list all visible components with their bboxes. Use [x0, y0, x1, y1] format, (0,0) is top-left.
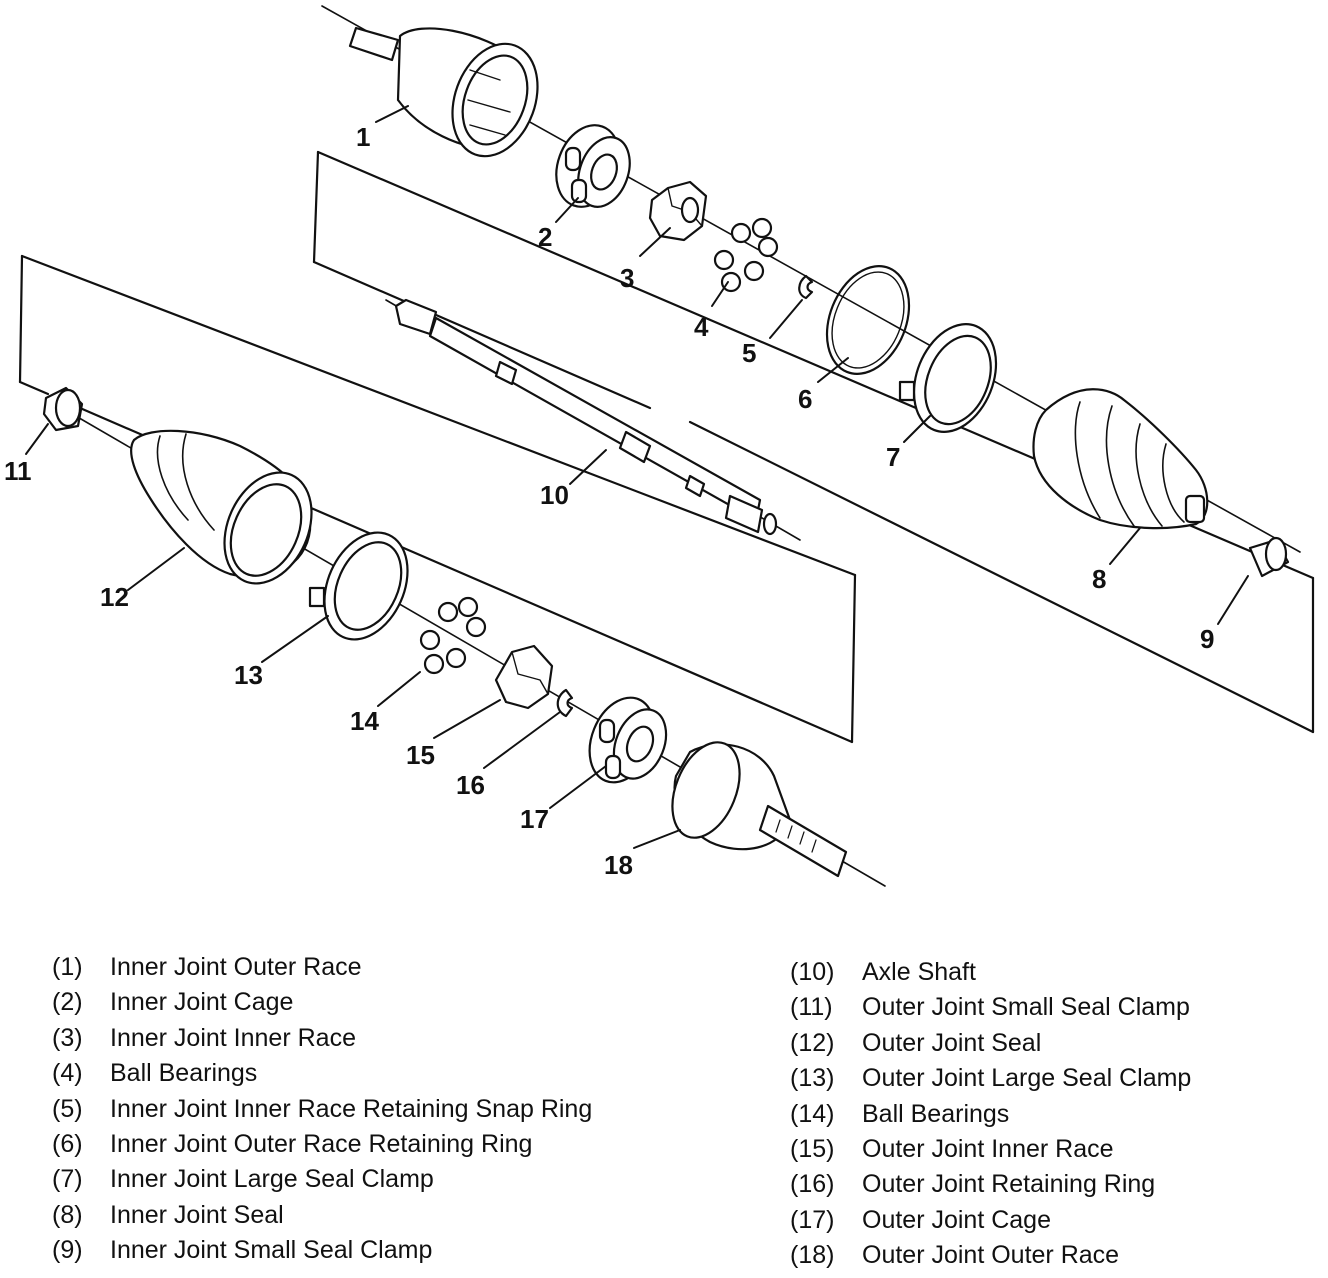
- callout-16: 16: [456, 770, 485, 800]
- legend-label: Inner Joint Large Seal Clamp: [110, 1165, 434, 1194]
- callout-9: 9: [1200, 624, 1214, 654]
- callout-3: 3: [620, 263, 634, 293]
- legend-label: Outer Joint Outer Race: [862, 1241, 1120, 1270]
- legend-number: (16): [790, 1170, 835, 1199]
- callout-8: 8: [1092, 564, 1106, 594]
- legend-item: (12) Outer Joint Seal: [790, 1026, 1191, 1061]
- legend-number: (2): [52, 988, 83, 1017]
- legend-number: (12): [790, 1028, 835, 1057]
- inner-joint-cage-part: [555, 124, 631, 208]
- legend-number: (13): [790, 1064, 835, 1093]
- legend-outer-joint: (10) Axle Shaft (11) Outer Joint Small Sea…: [790, 955, 1191, 1274]
- legend-label: Inner Joint Small Seal Clamp: [110, 1236, 433, 1265]
- legend-label: Outer Joint Seal: [862, 1028, 1042, 1057]
- outer-ball-bearings-part: [419, 596, 487, 675]
- callout-15: 15: [406, 740, 435, 770]
- inner-ball-bearings-part: [713, 217, 779, 293]
- legend-label: Inner Joint Seal: [110, 1200, 284, 1229]
- legend-label: Ball Bearings: [862, 1099, 1010, 1128]
- legend-label: Inner Joint Outer Race Retaining Ring: [110, 1130, 533, 1159]
- inner-snap-ring-part: [798, 274, 814, 300]
- legend-item: (7) Inner Joint Large Seal Clamp: [52, 1162, 592, 1197]
- legend-item: (8) Inner Joint Seal: [52, 1198, 592, 1233]
- inner-small-seal-clamp-part: [1248, 536, 1290, 578]
- legend-item: (3) Inner Joint Inner Race: [52, 1021, 592, 1056]
- legend-label: Inner Joint Inner Race: [110, 1023, 356, 1052]
- legend-item: (4) Ball Bearings: [52, 1056, 592, 1091]
- legend-item: (2) Inner Joint Cage: [52, 985, 592, 1020]
- callout-12: 12: [100, 582, 129, 612]
- callout-18: 18: [604, 850, 633, 880]
- legend-item: (15) Outer Joint Inner Race: [790, 1132, 1191, 1167]
- legend-label: Ball Bearings: [110, 1059, 258, 1088]
- legend-number: (17): [790, 1205, 835, 1234]
- callout-11: 11: [4, 456, 32, 486]
- legend-item: (5) Inner Joint Inner Race Retaining Snap…: [52, 1092, 592, 1127]
- inner-joint-outer-race-part: [348, 26, 539, 158]
- legend-label: Inner Joint Inner Race Retaining Snap Ri…: [110, 1094, 593, 1123]
- legend-number: (5): [52, 1094, 83, 1123]
- outer-joint-cage-part: [588, 696, 668, 784]
- callout-5: 5: [742, 338, 756, 368]
- callout-6: 6: [798, 384, 812, 414]
- legend-item: (18) Outer Joint Outer Race: [790, 1238, 1191, 1273]
- legend-number: (15): [790, 1135, 835, 1164]
- legend-item: (11) Outer Joint Small Seal Clamp: [790, 990, 1191, 1025]
- axle-shaft-part: [394, 298, 778, 536]
- callout-1: 1: [356, 122, 370, 152]
- legend-item: (14) Ball Bearings: [790, 1097, 1191, 1132]
- legend-item: (13) Outer Joint Large Seal Clamp: [790, 1061, 1191, 1096]
- outer-joint-inner-race-part: [494, 644, 554, 710]
- legend-label: Outer Joint Large Seal Clamp: [862, 1064, 1192, 1093]
- exploded-axle-diagram: 1 2 3 4 5 6 7 8 9 10 11 12 13 14 15 16 1…: [4, 5, 1315, 887]
- outer-small-seal-clamp-part: [42, 386, 84, 432]
- callout-7: 7: [886, 442, 900, 472]
- legend-number: (9): [52, 1236, 83, 1265]
- callout-10: 10: [540, 480, 569, 510]
- legend-number: (11): [790, 993, 833, 1022]
- outer-joint-outer-race-part: [671, 741, 848, 878]
- legend-inner-joint: (1) Inner Joint Outer Race (2) Inner Joint…: [52, 950, 592, 1269]
- callout-4: 4: [694, 312, 709, 342]
- legend-number: (3): [52, 1023, 83, 1052]
- legend-item: (17) Outer Joint Cage: [790, 1203, 1191, 1238]
- legend-item: (9) Inner Joint Small Seal Clamp: [52, 1233, 592, 1268]
- inner-joint-seal-part: [1032, 388, 1209, 530]
- legend-number: (10): [790, 958, 835, 986]
- legend-label: Axle Shaft: [862, 958, 976, 986]
- legend-label: Outer Joint Retaining Ring: [862, 1170, 1156, 1199]
- legend-number: (7): [52, 1165, 83, 1194]
- outer-large-seal-clamp-part: [308, 531, 409, 641]
- legend-label: Inner Joint Outer Race: [110, 953, 362, 981]
- callout-numbers: 1 2 3 4 5 6 7 8 9 10 11 12 13 14 15 16 1…: [4, 122, 1214, 880]
- inner-joint-inner-race-part: [648, 180, 708, 242]
- callout-13: 13: [234, 660, 263, 690]
- legend-label: Outer Joint Inner Race: [862, 1135, 1114, 1164]
- legend-number: (4): [52, 1059, 83, 1088]
- legend-item: (6) Inner Joint Outer Race Retaining Ring: [52, 1127, 592, 1162]
- leader-lines: [25, 105, 1249, 849]
- legend-label: Outer Joint Small Seal Clamp: [862, 993, 1190, 1022]
- callout-2: 2: [538, 222, 552, 252]
- legend-item: (16) Outer Joint Retaining Ring: [790, 1167, 1191, 1202]
- legend-label: Outer Joint Cage: [862, 1205, 1051, 1234]
- inner-retaining-ring-part: [825, 265, 911, 375]
- callout-17: 17: [520, 804, 549, 834]
- legend-number: (14): [790, 1099, 835, 1128]
- legend-item: (10) Axle Shaft: [790, 955, 1191, 990]
- legend-number: (1): [52, 953, 83, 981]
- callout-14: 14: [350, 706, 379, 736]
- legend-number: (6): [52, 1130, 83, 1159]
- legend-label: Inner Joint Cage: [110, 988, 294, 1017]
- outer-joint-seal-part: [130, 429, 313, 585]
- inner-large-seal-clamp-part: [898, 323, 998, 433]
- legend-number: (18): [790, 1241, 835, 1270]
- legend-number: (8): [52, 1200, 83, 1229]
- outer-retaining-ring-part: [556, 688, 574, 718]
- legend-item: (1) Inner Joint Outer Race: [52, 950, 592, 985]
